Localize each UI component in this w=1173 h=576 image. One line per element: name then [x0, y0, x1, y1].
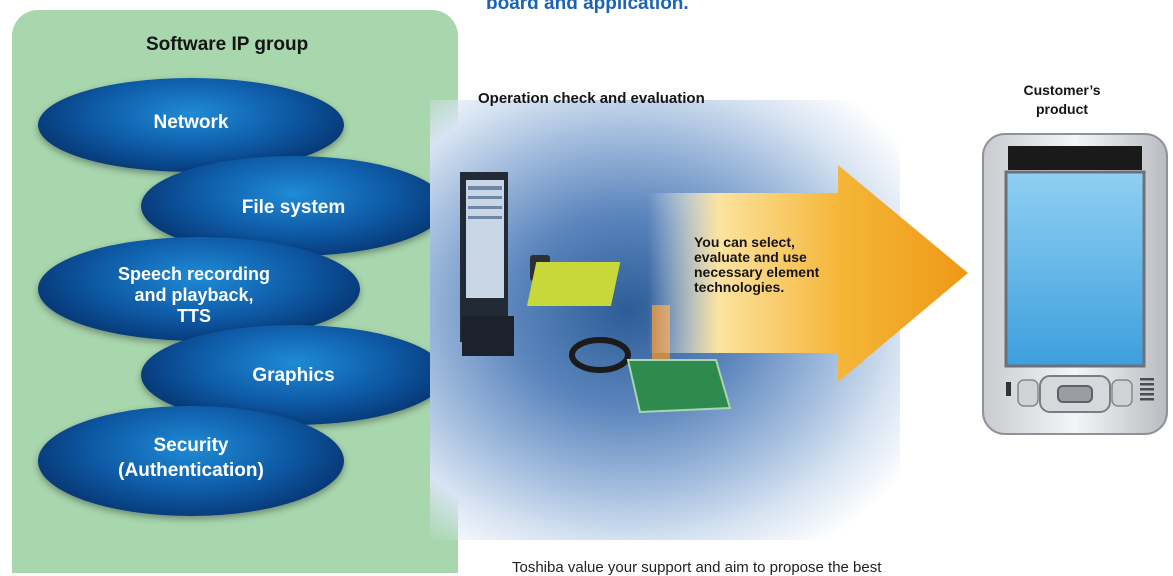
security-label: Security (Authentication)	[118, 435, 264, 481]
top-caption: board and application.	[486, 0, 689, 14]
bottom-text: Toshiba value your support and aim to pr…	[512, 559, 882, 576]
customer-product-title: Customer’s product	[1023, 82, 1101, 117]
software-ip-title: Software IP group	[146, 34, 309, 55]
laptop-icon	[460, 172, 514, 356]
security-ellipse	[38, 406, 344, 516]
arrow-text: You can select, evaluate and use necessa…	[694, 234, 820, 295]
file-system-label: File system	[241, 197, 346, 218]
speech-label: Speech recording and playback, TTS	[117, 264, 271, 326]
big-arrow-icon	[648, 165, 968, 382]
evaluation-title: Operation check and evaluation	[478, 90, 705, 107]
pda-device-icon	[982, 133, 1168, 435]
speech-ellipse	[38, 237, 360, 341]
graphics-label: Graphics	[252, 365, 335, 386]
network-label: Network	[153, 112, 229, 133]
